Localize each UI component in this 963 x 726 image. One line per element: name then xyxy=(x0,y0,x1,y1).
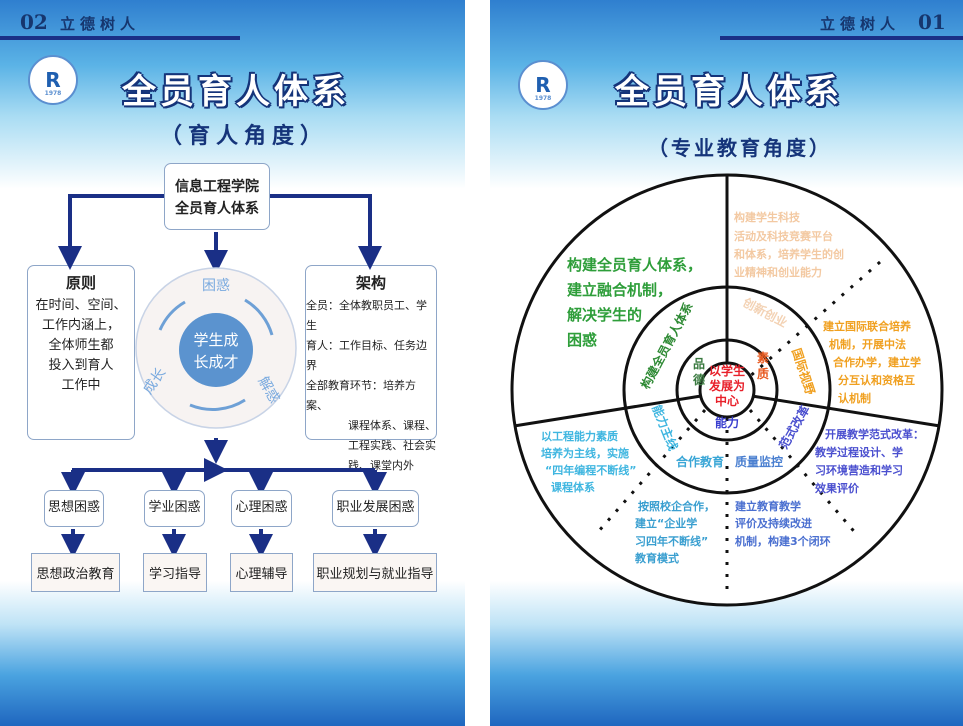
arrow-to-principle xyxy=(58,194,164,270)
inner-label-ability: 能力 xyxy=(715,415,739,430)
cycle-label-confusion: 困惑 xyxy=(202,278,230,294)
page-subtitle: （育人角度） xyxy=(160,124,329,149)
outer-text-green: 困惑 xyxy=(567,331,597,349)
outer-text-coop: 习四年不断线” xyxy=(635,534,708,548)
left-flow-diagram: 学生成 长成才 困惑 解惑 成长 xyxy=(58,194,387,558)
header-text: 立德树人 xyxy=(820,15,901,33)
outer-text-eval: 建立教育教学 xyxy=(735,499,801,513)
outer-text-reform: 效果评价 xyxy=(815,481,860,495)
outer-text-tech: 和体系，培养学生的创 xyxy=(734,247,844,261)
principle-title: 原则 xyxy=(65,274,96,292)
outer-text-eval: 机制，构建3个闭环 xyxy=(735,534,831,548)
outer-text-green: 建立融合机制， xyxy=(567,281,672,299)
divider-right xyxy=(751,394,941,428)
outer-text-tech: 构建学生科技 xyxy=(734,210,801,224)
middle-label: 质量监控 xyxy=(735,454,783,469)
system-box: 信息工程学院 全员育人体系 xyxy=(164,163,270,230)
page-number: 01 xyxy=(918,10,946,34)
outer-text-green: 构建全员育人体系， xyxy=(567,256,702,274)
center-text: 发展为 xyxy=(708,378,745,393)
principle-line: 在时间、空间、 xyxy=(35,298,127,313)
inner-label-quality: 素 xyxy=(757,350,769,365)
solution-box: 心理辅导 xyxy=(230,553,293,592)
cycle-center-text: 学生成 xyxy=(193,331,238,349)
principle-line: 全体师生都 xyxy=(48,338,114,353)
outer-text-coop: 建立“企业学 xyxy=(635,516,697,530)
outer-text-eng: “四年编程不断线” xyxy=(545,463,636,477)
outer-text-green: 解决学生的 xyxy=(567,306,642,324)
principle-box: 原则 在时间、空间、 工作内涵上， 全体师生都 投入到育人 工作中 xyxy=(27,265,135,440)
principle-line: 投入到育人 xyxy=(48,358,114,373)
outer-text-intl: 建立国际联合培养 xyxy=(823,319,912,333)
structure-line: 课程体系、课程、 xyxy=(348,419,436,432)
inner-label-morality: 品 xyxy=(693,357,705,371)
outer-text-intl: 机制，开展中法 xyxy=(829,337,906,351)
principle-line: 工作中 xyxy=(61,378,101,393)
center-text: 中心 xyxy=(715,393,739,408)
cycle-center-text: 长成才 xyxy=(193,353,238,371)
arrow-to-structure xyxy=(270,194,382,270)
problem-box: 学业困惑 xyxy=(144,490,205,527)
inner-label-quality: 质 xyxy=(757,366,769,381)
outer-text-eval: 评价及持续改进 xyxy=(735,516,812,530)
page-subtitle: （专业教育角度） xyxy=(648,136,832,160)
solution-box: 学习指导 xyxy=(143,553,207,592)
header-rule xyxy=(720,36,963,40)
outer-text-eng: 培养为主线，实施 xyxy=(541,446,629,460)
solution-box: 职业规划与就业指导 xyxy=(313,553,437,592)
cycle-center xyxy=(179,313,253,387)
outer-text-coop: 教育模式 xyxy=(634,551,679,565)
solution-box: 思想政治教育 xyxy=(31,553,120,592)
middle-label: 合作教育 xyxy=(676,454,724,469)
structure-line: 育人：工作目标、任务边界 xyxy=(306,339,427,372)
structure-line: 全部教育环节：培养方案、 xyxy=(306,379,416,412)
outer-text-tech: 业精神和创业能力 xyxy=(734,265,822,279)
header-rule xyxy=(0,36,240,40)
outer-text-reform: 习环境营造和学习 xyxy=(815,463,903,477)
page-title: 全员育人体系 xyxy=(122,72,350,112)
principle-line: 工作内涵上， xyxy=(41,318,120,333)
header-text: 立德树人 xyxy=(60,15,141,33)
outer-text-coop: 按照校企合作， xyxy=(638,499,715,513)
outer-text-intl: 认机制 xyxy=(838,391,871,405)
outer-text-eng: 课程体系 xyxy=(551,480,595,494)
system-box-line: 全员育人体系 xyxy=(175,201,259,217)
outer-text-reform: 开展教学范式改革： xyxy=(825,427,924,441)
outer-text-tech: 活动及科技竞赛平台 xyxy=(734,229,833,243)
center-text: 以学生 xyxy=(709,363,745,378)
page-number: 02 xyxy=(20,10,48,34)
outer-text-eng: 以工程能力素质 xyxy=(541,429,618,443)
structure-title: 架构 xyxy=(355,274,386,292)
problem-box: 心理困惑 xyxy=(231,490,292,527)
system-box-line: 信息工程学院 xyxy=(175,179,259,195)
outer-text-reform: 教学过程设计、学 xyxy=(814,445,903,459)
page-title: 全员育人体系 xyxy=(615,72,843,112)
structure-line: 工程实践、社会实 xyxy=(348,439,436,452)
inner-label-morality: 德 xyxy=(693,372,705,387)
outer-text-intl: 合作办学，建立学 xyxy=(833,355,921,369)
problem-box: 职业发展困惑 xyxy=(332,490,419,527)
divider-left xyxy=(513,394,702,428)
structure-line: 全员：全体教职员工、学生 xyxy=(306,299,427,332)
problem-box: 思想困惑 xyxy=(44,490,104,527)
outer-text-intl: 分互认和资格互 xyxy=(838,373,915,387)
